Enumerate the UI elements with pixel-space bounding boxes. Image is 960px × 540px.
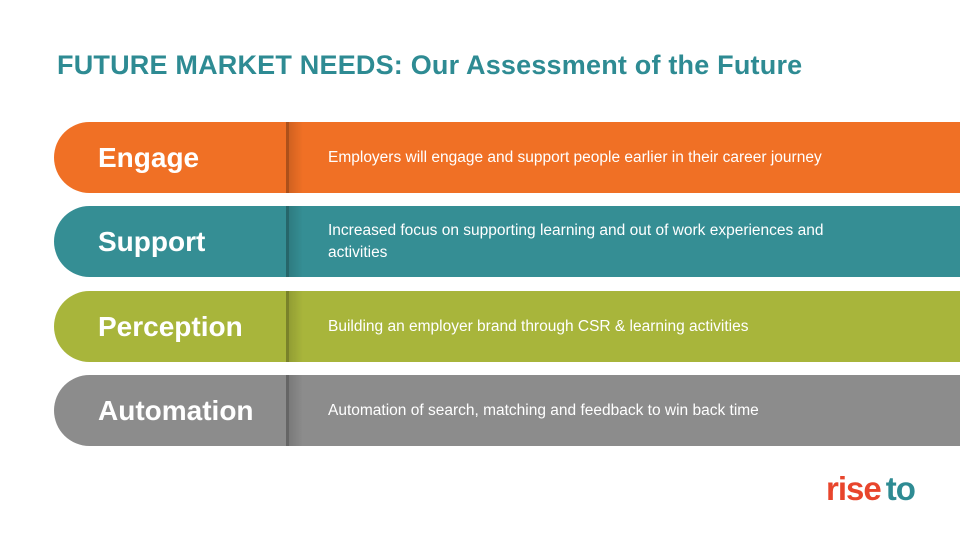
slide-title: FUTURE MARKET NEEDS: Our Assessment of t…	[57, 50, 803, 80]
row-label: Automation	[98, 394, 254, 426]
row-description: Employers will engage and support people…	[328, 148, 822, 166]
row-divider	[286, 291, 289, 362]
row-divider	[286, 375, 289, 446]
row-divider-shadow	[289, 291, 303, 362]
row-description: Increased focus on supporting learning a…	[328, 221, 824, 261]
row-divider	[286, 122, 289, 193]
row-support: Support Increased focus on supporting le…	[54, 206, 960, 277]
logo-text-to: to	[885, 470, 916, 507]
logo-text-rise: rise	[826, 470, 882, 507]
row-description: Building an employer brand through CSR &…	[328, 317, 749, 335]
row-automation: Automation Automation of search, matchin…	[54, 375, 960, 446]
row-engage: Engage Employers will engage and support…	[54, 122, 960, 193]
row-label: Engage	[98, 141, 200, 173]
row-label: Perception	[98, 310, 243, 342]
row-perception: Perception Building an employer brand th…	[54, 291, 960, 362]
row-divider-shadow	[289, 375, 303, 446]
row-divider	[286, 206, 289, 277]
row-divider-shadow	[289, 206, 303, 277]
row-label: Support	[98, 225, 206, 257]
row-description: Automation of search, matching and feedb…	[328, 401, 759, 419]
row-divider-shadow	[289, 122, 303, 193]
